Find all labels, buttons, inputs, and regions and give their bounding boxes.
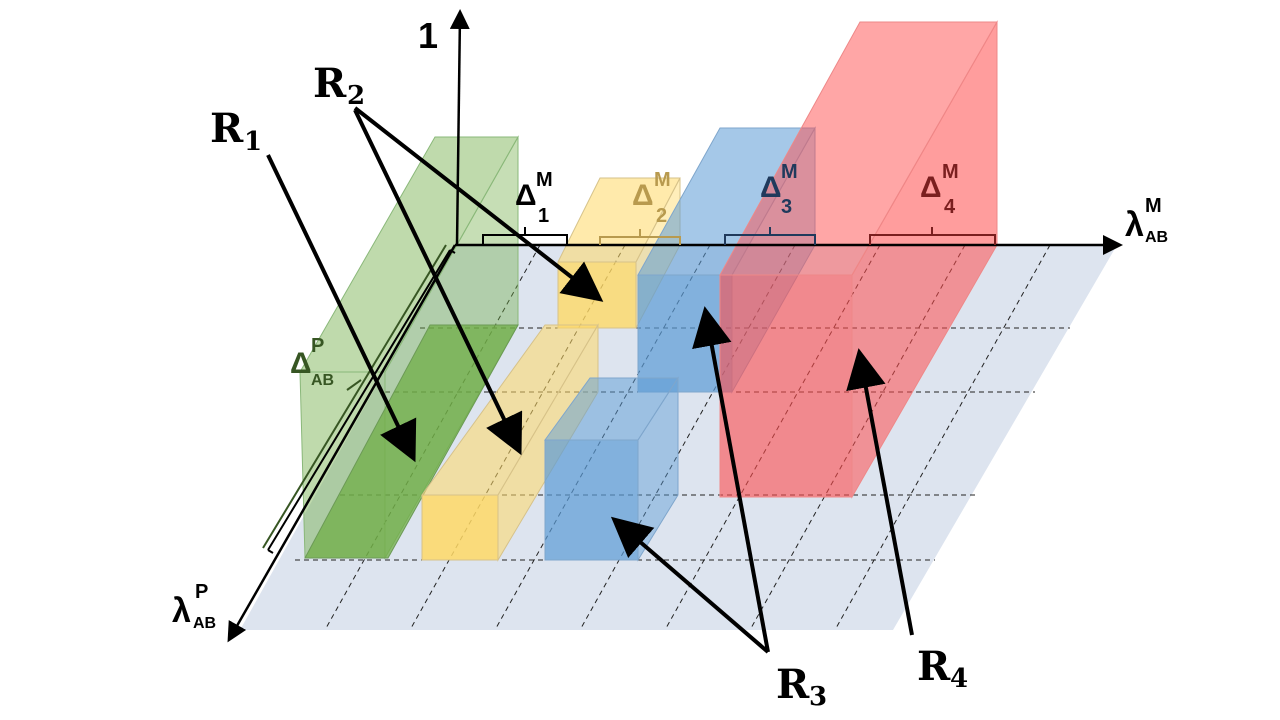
delta-3-label: Δ M 3 — [760, 161, 798, 218]
svg-text:3: 3 — [809, 682, 827, 712]
svg-text:R: R — [917, 643, 951, 690]
svg-text:1: 1 — [538, 205, 549, 227]
arrow-r1 — [266, 154, 417, 463]
svg-text:M: M — [654, 169, 671, 191]
lambda-p-label: λ P AB — [172, 581, 216, 632]
axes — [227, 9, 1123, 643]
svg-text:Δ: Δ — [632, 179, 654, 212]
svg-text:1: 1 — [244, 127, 262, 157]
svg-text:Δ: Δ — [515, 179, 537, 212]
svg-text:Δ: Δ — [760, 171, 782, 204]
svg-text:4: 4 — [944, 196, 956, 218]
delta-m-brackets — [482, 227, 996, 245]
depth-axis — [227, 244, 457, 643]
svg-text:R: R — [210, 105, 244, 152]
arrow-r3-left — [610, 516, 770, 654]
svg-text:P: P — [311, 335, 324, 357]
svg-text:R: R — [313, 60, 347, 107]
arrow-r3-right — [692, 306, 770, 653]
lambda-m-label: λ M AB — [1125, 195, 1168, 246]
svg-text:3: 3 — [781, 196, 792, 218]
svg-text:4: 4 — [950, 664, 968, 694]
svg-text:M: M — [942, 161, 959, 183]
region-label-r3: R 3 — [776, 661, 827, 712]
vertical-axis — [449, 9, 470, 246]
delta-2-label: Δ M 2 — [632, 169, 671, 227]
svg-text:AB: AB — [1145, 229, 1168, 246]
arrow-r2-top — [353, 106, 604, 302]
red-tall-slab — [719, 20, 998, 499]
vertical-axis-label: 1 — [418, 15, 438, 56]
region-label-r1: R 1 — [210, 105, 262, 157]
svg-text:λ: λ — [1125, 206, 1144, 244]
delta-4-label: Δ M 4 — [920, 161, 959, 218]
pointer-arrows — [266, 106, 914, 654]
arrow-r2-bottom — [353, 109, 523, 456]
delta-p-label: Δ P AB — [290, 335, 334, 389]
svg-text:M: M — [781, 161, 798, 183]
region-label-r4: R 4 — [917, 643, 968, 694]
delta-p-bracket — [267, 249, 456, 554]
svg-text:λ: λ — [172, 592, 191, 630]
region-label-r2: R 2 — [313, 60, 365, 111]
arrow-r4 — [846, 348, 914, 636]
svg-text:2: 2 — [656, 205, 667, 227]
delta-1-label: Δ M 1 — [515, 169, 553, 227]
svg-text:P: P — [195, 581, 208, 603]
svg-text:AB: AB — [311, 372, 334, 389]
svg-text:M: M — [536, 169, 553, 191]
svg-text:Δ: Δ — [920, 171, 942, 204]
svg-text:M: M — [1145, 195, 1162, 217]
svg-text:AB: AB — [193, 615, 216, 632]
svg-text:2: 2 — [347, 81, 365, 111]
svg-text:R: R — [776, 661, 810, 708]
svg-text:Δ: Δ — [290, 347, 312, 380]
